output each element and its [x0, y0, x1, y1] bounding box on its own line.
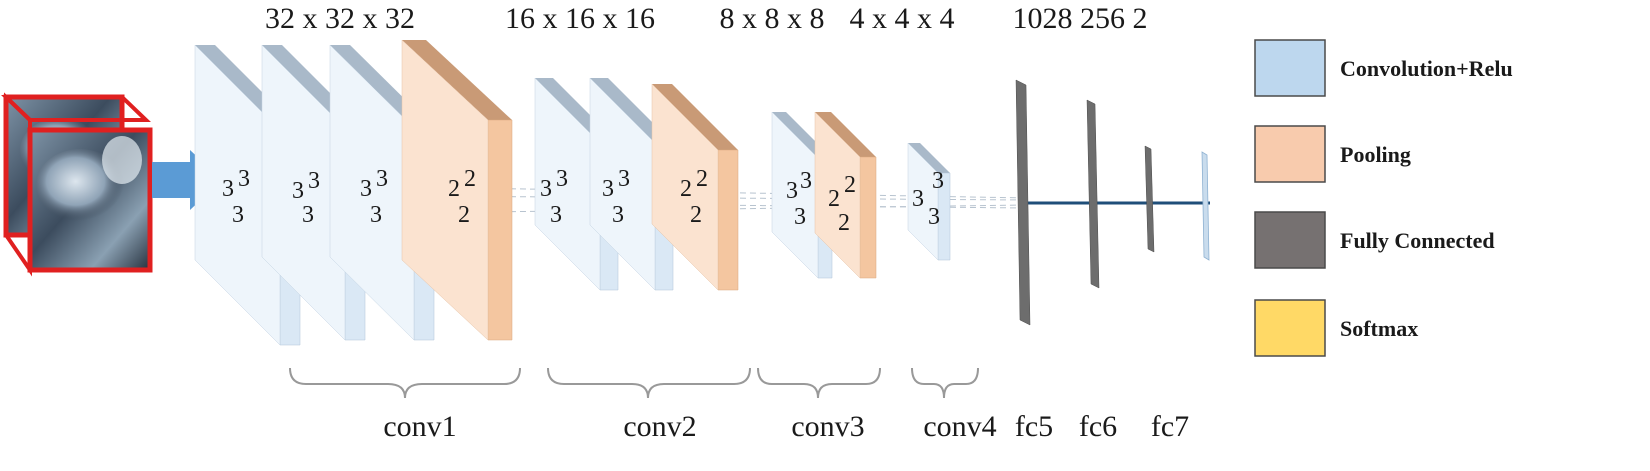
svg-text:3: 3 — [932, 168, 944, 194]
svg-text:3: 3 — [800, 168, 812, 194]
conv3-pool-layer — [814, 111, 877, 279]
legend-label-fully-connected: Fully Connected — [1340, 228, 1495, 253]
conv3-brace — [757, 367, 881, 399]
input-frame-left — [3, 92, 32, 277]
svg-text:3: 3 — [786, 178, 798, 204]
legend-label-softmax: Softmax — [1340, 316, 1418, 341]
svg-text:2: 2 — [680, 176, 692, 202]
group-label-conv2: conv2 — [623, 410, 696, 443]
svg-text:2: 2 — [464, 166, 476, 192]
svg-text:3: 3 — [928, 204, 940, 230]
svg-text:3: 3 — [540, 176, 552, 202]
kernel-label-conv1-a: 3 3 3 — [222, 166, 250, 228]
legend-item-softmax: Softmax — [1254, 299, 1418, 357]
svg-text:3: 3 — [292, 178, 304, 204]
kernel-label-pool2: 2 2 2 — [680, 166, 708, 228]
legend-swatch-fully-connected — [1254, 211, 1326, 269]
kernel-label-pool3: 2 2 2 — [828, 172, 856, 236]
svg-text:3: 3 — [550, 202, 562, 228]
svg-text:3: 3 — [602, 176, 614, 202]
svg-text:2: 2 — [448, 176, 460, 202]
svg-text:3: 3 — [376, 166, 388, 192]
conv1-pool-layer — [401, 39, 513, 341]
softmax-layer — [1201, 151, 1210, 261]
kernel-label-conv1-b: 3 3 3 — [292, 168, 320, 228]
svg-text:2: 2 — [844, 172, 856, 198]
svg-text:3: 3 — [794, 204, 806, 230]
kernel-labels: 3 3 3 3 3 3 3 3 3 2 2 2 3 3 3 3 3 3 — [222, 166, 944, 236]
group-label-conv3: conv3 — [791, 410, 864, 443]
svg-text:2: 2 — [696, 166, 708, 192]
svg-text:3: 3 — [308, 168, 320, 194]
svg-text:3: 3 — [302, 202, 314, 228]
kernel-label-conv2-b: 3 3 3 — [602, 166, 630, 228]
dimension-label-conv2: 16 x 16 x 16 — [505, 2, 655, 35]
kernel-label-conv2-a: 3 3 3 — [540, 166, 568, 228]
svg-text:3: 3 — [360, 176, 372, 202]
legend-swatch-softmax — [1254, 299, 1326, 357]
svg-text:3: 3 — [370, 202, 382, 228]
legend-item-convolution-relu: Convolution+Relu — [1254, 39, 1513, 97]
conv4-layer-1 — [907, 142, 951, 261]
dimension-label-fc: 1028 256 2 — [1013, 2, 1148, 35]
legend-label-pooling: Pooling — [1340, 142, 1411, 167]
svg-text:3: 3 — [222, 176, 234, 202]
dimension-label-conv4: 4 x 4 x 4 — [850, 2, 955, 35]
svg-text:3: 3 — [912, 186, 924, 212]
conv1-brace — [289, 367, 521, 399]
group-label-fc7: fc7 — [1151, 410, 1189, 443]
svg-text:2: 2 — [690, 202, 702, 228]
legend-swatch-pooling — [1254, 125, 1326, 183]
svg-text:3: 3 — [618, 166, 630, 192]
input-image-front — [27, 127, 153, 273]
svg-text:3: 3 — [556, 166, 568, 192]
dimension-label-conv3: 8 x 8 x 8 — [720, 2, 825, 35]
kernel-label-pool1: 2 2 2 — [448, 166, 476, 228]
dimension-label-conv1: 32 x 32 x 32 — [265, 2, 415, 35]
kernel-label-conv3: 3 3 3 — [786, 168, 812, 230]
group-label-fc6: fc6 — [1079, 410, 1117, 443]
legend: Convolution+Relu Pooling Fully Connected… — [1254, 39, 1513, 357]
kernel-label-conv1-c: 3 3 3 — [360, 166, 388, 228]
legend-label-convolution-relu: Convolution+Relu — [1340, 56, 1513, 81]
legend-swatch-convolution-relu — [1254, 39, 1326, 97]
svg-text:2: 2 — [458, 202, 470, 228]
group-label-conv1: conv1 — [383, 410, 456, 443]
fc5-layer — [1015, 79, 1031, 326]
conv2-brace — [547, 367, 751, 399]
group-label-conv4: conv4 — [923, 410, 996, 443]
kernel-label-conv4: 3 3 3 — [912, 168, 944, 230]
legend-item-fully-connected: Fully Connected — [1254, 211, 1495, 269]
svg-text:2: 2 — [838, 210, 850, 236]
fc6-layer — [1086, 99, 1100, 289]
svg-text:3: 3 — [232, 202, 244, 228]
fc7-layer — [1144, 145, 1155, 253]
group-label-fc5: fc5 — [1015, 410, 1053, 443]
svg-text:2: 2 — [828, 186, 840, 212]
conv2-pool-layer — [651, 83, 739, 291]
conv4-brace — [911, 367, 979, 399]
svg-text:3: 3 — [238, 166, 250, 192]
svg-text:3: 3 — [612, 202, 624, 228]
input-image-stack — [1, 92, 153, 277]
legend-item-pooling: Pooling — [1254, 125, 1411, 183]
